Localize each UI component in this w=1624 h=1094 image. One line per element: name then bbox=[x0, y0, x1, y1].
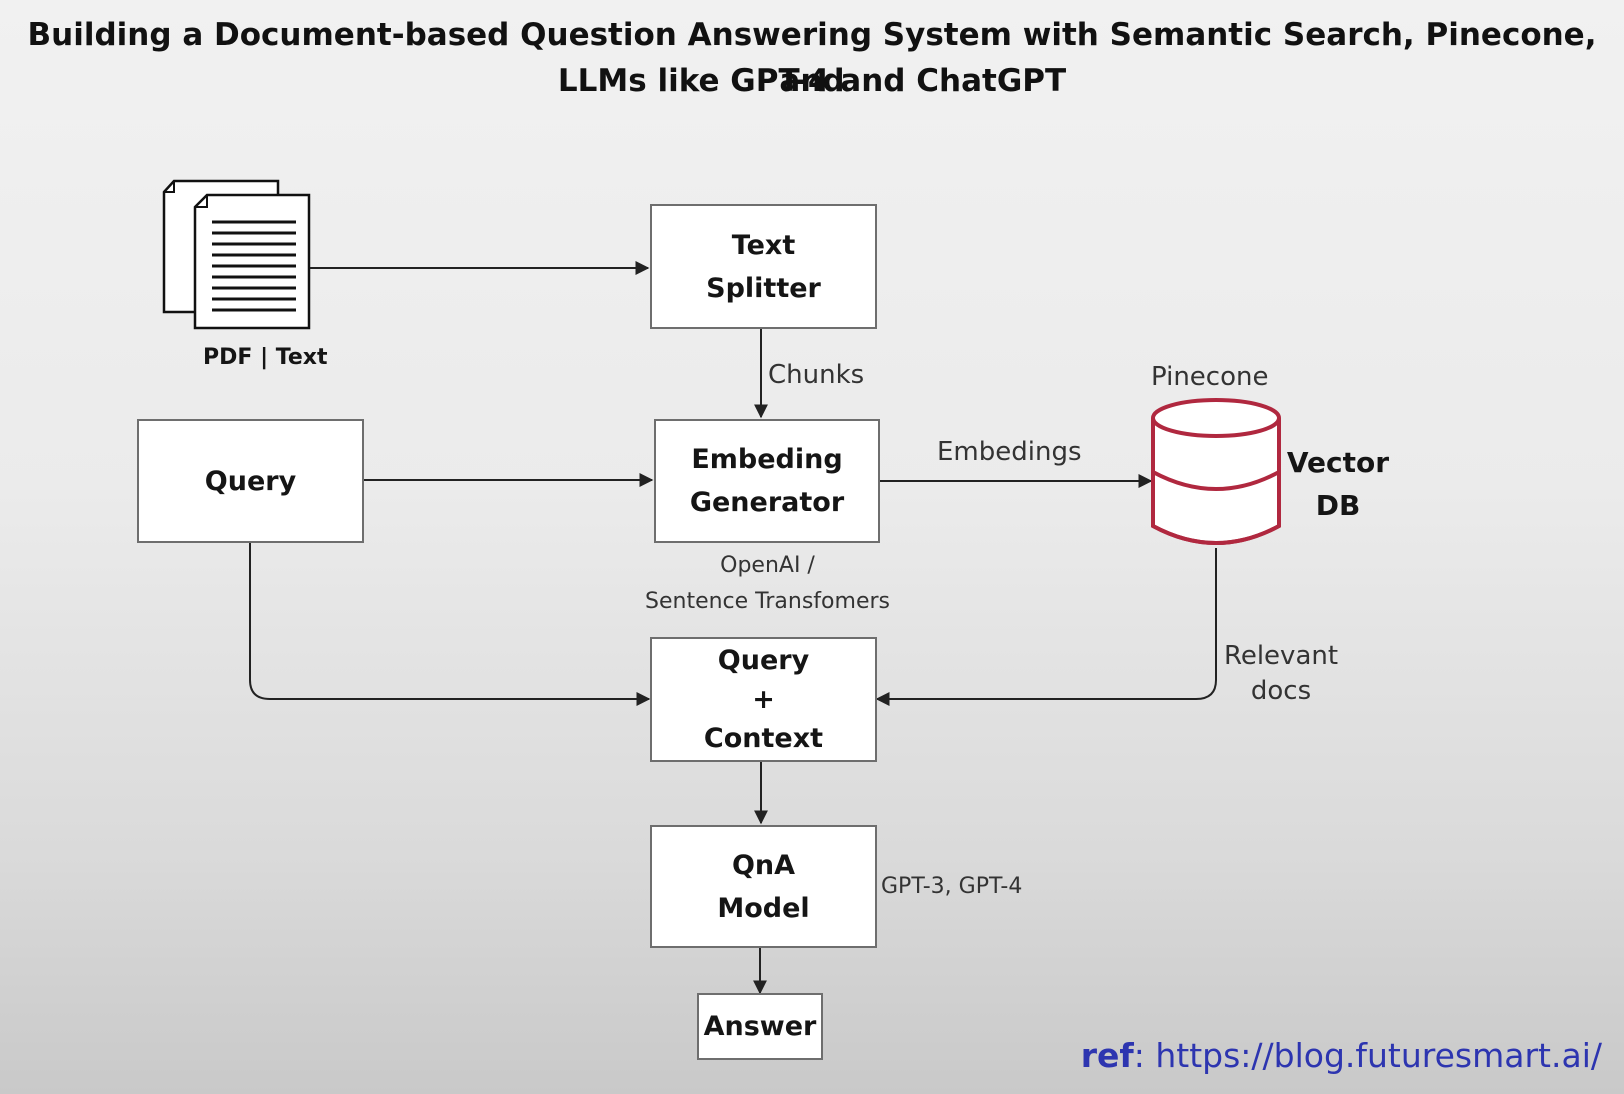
documents-icon bbox=[162, 179, 311, 330]
qna-model-note: GPT-3, GPT-4 bbox=[881, 874, 1023, 899]
qna-model-line-2: Model bbox=[717, 892, 810, 924]
title-line-1: Building a Document-based Question Answe… bbox=[27, 17, 1597, 99]
vector-db-provider-label: Pinecone bbox=[1151, 362, 1269, 392]
answer-label: Answer bbox=[703, 1011, 817, 1042]
query-context-line-3: Context bbox=[703, 723, 824, 754]
arrow-query-to-context bbox=[249, 543, 651, 706]
reference-separator: : bbox=[1133, 1036, 1156, 1075]
edge-label-chunks: Chunks bbox=[768, 360, 865, 390]
vector-db-label-line-2: DB bbox=[1315, 489, 1361, 522]
text-splitter-line-2: Splitter bbox=[706, 272, 821, 304]
query-context-line-2: + bbox=[752, 684, 775, 715]
documents-label: PDF | Text bbox=[203, 345, 328, 370]
edge-label-relevant-docs-line-2: docs bbox=[1250, 676, 1312, 706]
reference-prefix: ref bbox=[1080, 1036, 1134, 1075]
title-line-2: LLMs like GPT-4 and ChatGPT bbox=[557, 63, 1067, 99]
edge-label-relevant-docs-line-1: Relevant bbox=[1223, 641, 1339, 671]
query-box[interactable]: Query bbox=[137, 419, 364, 543]
embedding-generator-line-2: Generator bbox=[689, 487, 845, 518]
query-context-box[interactable]: Query + Context bbox=[650, 637, 877, 762]
arrow-vectordb-to-context bbox=[875, 548, 1217, 706]
vector-db-label-line-1: Vector bbox=[1286, 446, 1390, 479]
embedding-model-note-line-2: Sentence Transfomers bbox=[645, 589, 890, 614]
answer-box[interactable]: Answer bbox=[697, 993, 823, 1060]
embedding-model-note-line-1: OpenAI / bbox=[720, 553, 815, 578]
reference-url: https://blog.futuresmart.ai/ bbox=[1155, 1036, 1602, 1075]
query-context-line-1: Query bbox=[717, 645, 810, 676]
text-splitter-line-1: Text bbox=[731, 229, 796, 261]
database-icon bbox=[1151, 398, 1281, 545]
qna-model-line-1: QnA bbox=[731, 849, 796, 881]
edge-label-embeddings: Embedings bbox=[937, 437, 1082, 467]
qna-model-box[interactable]: QnA Model bbox=[650, 825, 877, 948]
query-label: Query bbox=[204, 465, 297, 497]
embedding-generator-box[interactable]: Embeding Generator bbox=[654, 419, 880, 543]
embedding-generator-line-1: Embeding bbox=[691, 444, 843, 475]
reference-link[interactable]: ref: https://blog.futuresmart.ai/ bbox=[1081, 1036, 1602, 1075]
text-splitter-box[interactable]: Text Splitter bbox=[650, 204, 877, 329]
